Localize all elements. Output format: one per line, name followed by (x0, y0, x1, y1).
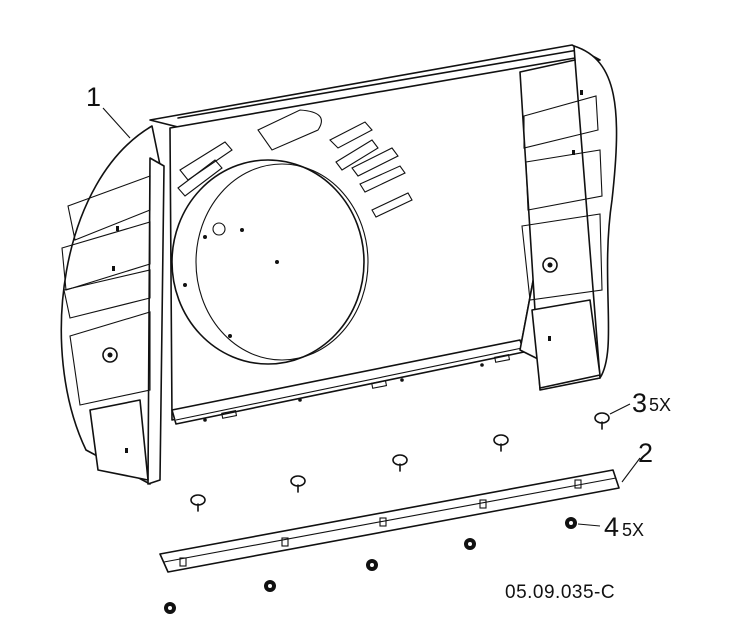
callout-3-qty: 5X (649, 395, 671, 415)
callout-2-number: 2 (638, 438, 653, 468)
auger-housing (60, 44, 618, 485)
rail-slots (203, 354, 511, 422)
left-side-plate (60, 125, 165, 485)
scraper-bar (159, 469, 620, 573)
scraper-bar-slots (179, 479, 582, 567)
callout-3-number: 3 (632, 388, 647, 418)
hex-nuts (164, 517, 577, 614)
callout-4-qty: 5X (622, 520, 644, 540)
drawing-code: 05.09.035-C (505, 582, 615, 603)
back-panel-ribs (177, 109, 413, 218)
carriage-bolts (190, 412, 610, 512)
callout-1-number: 1 (86, 82, 101, 112)
callout-4-number: 4 (604, 512, 619, 542)
discharge-opening (171, 159, 369, 365)
leader-lines (102, 107, 641, 527)
right-side-plate (519, 45, 618, 391)
